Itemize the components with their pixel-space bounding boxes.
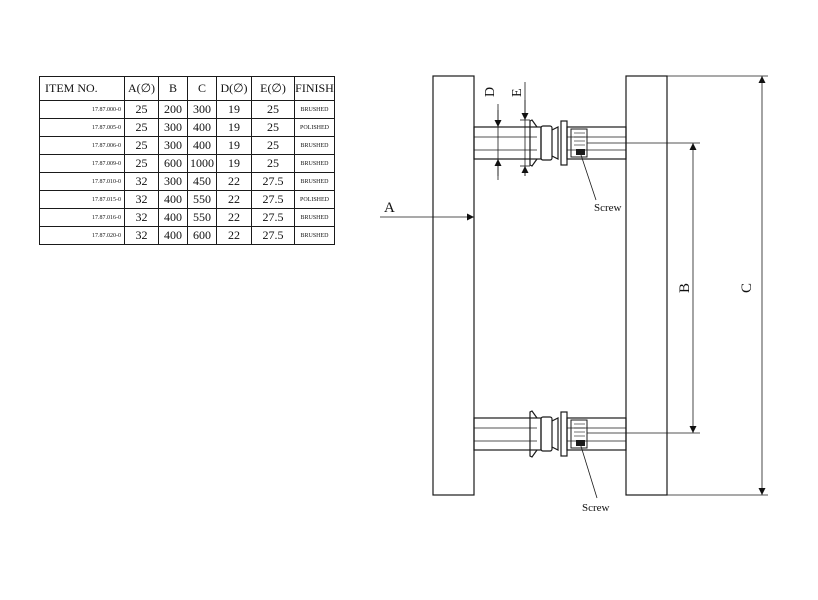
label-c: C bbox=[739, 283, 755, 293]
cell-e: 25 bbox=[251, 136, 295, 155]
cell-c: 300 bbox=[187, 100, 217, 119]
dimension-c bbox=[667, 75, 768, 496]
dimension-b bbox=[587, 142, 700, 434]
right-glass-panel bbox=[625, 75, 668, 496]
cell-finish: BRUSHED bbox=[294, 226, 335, 245]
dimension-e bbox=[520, 82, 530, 176]
cell-e: 27.5 bbox=[251, 190, 295, 209]
table-row: 17.87.000-0 25 200 300 19 25 BRUSHED bbox=[39, 100, 335, 119]
cell-a: 32 bbox=[124, 190, 159, 209]
cell-c: 400 bbox=[187, 136, 217, 155]
left-glass-panel bbox=[432, 75, 475, 496]
cell-b: 400 bbox=[158, 226, 188, 245]
table-row: 17.87.020-0 32 400 600 22 27.5 BRUSHED bbox=[39, 226, 335, 245]
cell-a: 25 bbox=[124, 154, 159, 173]
cell-c: 600 bbox=[187, 226, 217, 245]
dimension-d bbox=[474, 104, 503, 180]
header-a: A(∅) bbox=[124, 76, 159, 101]
screw-top-label: Screw bbox=[594, 202, 622, 214]
spec-table: ITEM NO. A(∅) B C D(∅) E(∅) FINISH 17.87… bbox=[39, 76, 335, 245]
cell-c: 550 bbox=[187, 190, 217, 209]
label-a: A bbox=[384, 200, 395, 216]
table-row: 17.87.006-0 25 300 400 19 25 BRUSHED bbox=[39, 136, 335, 155]
cell-e: 27.5 bbox=[251, 226, 295, 245]
label-e: E bbox=[510, 88, 525, 97]
table-row: 17.87.009-0 25 600 1000 19 25 BRUSHED bbox=[39, 154, 335, 173]
screw-bottom-leader bbox=[579, 442, 598, 499]
label-b: B bbox=[677, 283, 693, 293]
header-e: E(∅) bbox=[251, 76, 295, 101]
cell-d: 19 bbox=[216, 100, 252, 119]
label-d: D bbox=[483, 87, 498, 97]
bottom-standoff bbox=[473, 410, 627, 458]
screw-bottom-label: Screw bbox=[582, 502, 610, 514]
table-header-row: ITEM NO. A(∅) B C D(∅) E(∅) FINISH bbox=[39, 76, 335, 101]
screw-top-leader bbox=[579, 151, 597, 201]
header-finish: FINISH bbox=[294, 76, 335, 101]
header-item-no: ITEM NO. bbox=[39, 76, 125, 101]
